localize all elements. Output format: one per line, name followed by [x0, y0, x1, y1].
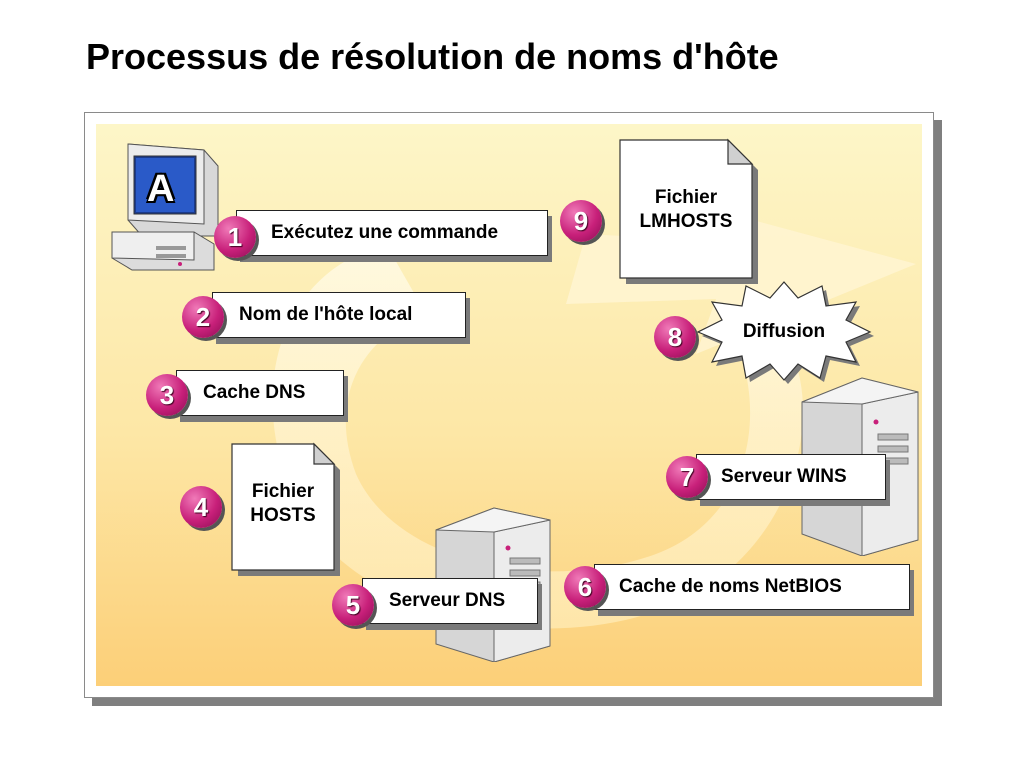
step-5-badge: 5: [332, 584, 374, 626]
broadcast-burst-icon: [696, 281, 874, 384]
step-9-badge: 9: [560, 200, 602, 242]
lmhosts-file-line1: Fichier: [654, 187, 718, 208]
step-3-label: Cache DNS: [176, 370, 344, 416]
computer-letter: A: [147, 168, 175, 210]
hosts-file-line2: HOSTS: [250, 505, 316, 526]
wins-server-icon: [801, 377, 919, 556]
hosts-file-line1: Fichier: [251, 481, 315, 502]
step-2-badge: 2: [182, 296, 224, 338]
step-6-badge: 6: [564, 566, 606, 608]
step-8-label: Diffusion: [742, 321, 826, 342]
page-title: Processus de résolution de noms d'hôte: [86, 36, 779, 77]
client-computer-icon: [111, 143, 219, 271]
step-1-badge: 1: [214, 216, 256, 258]
hosts-file-icon: [231, 442, 340, 576]
lmhosts-file-icon: [619, 138, 758, 284]
step-4-badge: 4: [180, 486, 222, 528]
step-7-badge: 7: [666, 456, 708, 498]
step-1-label: Exécutez une commande: [236, 210, 548, 256]
step-2-label: Nom de l'hôte local: [212, 292, 466, 338]
step-8-badge: 8: [654, 316, 696, 358]
lmhosts-file-line2: LMHOSTS: [639, 211, 733, 232]
step-5-label: Serveur DNS: [362, 578, 538, 624]
step-7-label: Serveur WINS: [696, 454, 886, 500]
step-6-label: Cache de noms NetBIOS: [594, 564, 910, 610]
flow-ring: [272, 244, 803, 629]
step-3-badge: 3: [146, 374, 188, 416]
